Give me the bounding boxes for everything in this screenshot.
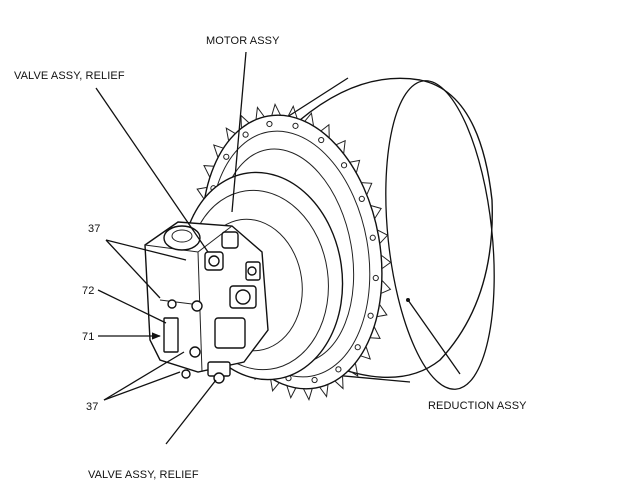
bolt-hole	[266, 120, 273, 128]
bolt-hole	[311, 376, 318, 384]
bolt-hole	[335, 366, 342, 373]
label-ref-37-top: 37	[88, 223, 100, 235]
leader-37-bottom-b	[103, 371, 181, 401]
valve-block	[144, 221, 269, 384]
bolt-hole	[369, 234, 376, 241]
label-ref-72: 72	[82, 285, 94, 297]
sprocket-tooth	[348, 362, 359, 377]
sprocket-tooth	[255, 106, 265, 120]
sprocket-tooth	[212, 144, 224, 158]
leader-37-bottom-a	[103, 351, 185, 401]
sprocket-tooth	[360, 346, 372, 360]
bolt-hole	[340, 162, 348, 169]
leader-valve-relief-bottom	[165, 379, 217, 445]
leader-valve-relief-top	[95, 87, 209, 253]
sprocket-tooth	[335, 139, 346, 154]
leader-37-top-b	[105, 239, 187, 261]
sprocket-tooth	[349, 159, 361, 174]
bolt-hole	[358, 195, 365, 202]
label-reduction-assy: REDUCTION ASSY	[428, 400, 527, 412]
bolt-hole	[223, 153, 230, 160]
sprocket-tooth	[196, 186, 208, 200]
label-valve-relief-bottom: VALVE ASSY, RELIEF	[88, 469, 199, 480]
sprocket-tooth	[271, 102, 282, 116]
sprocket-tooth	[376, 304, 388, 318]
leader-72	[97, 289, 167, 324]
sprocket-tooth	[269, 377, 280, 393]
sprocket-tooth	[370, 326, 381, 339]
sprocket-tooth	[203, 165, 214, 178]
sprocket-tooth	[225, 127, 236, 142]
bolt-hole	[372, 274, 379, 282]
bolt-hole	[242, 131, 249, 138]
bolt-hole	[292, 122, 299, 129]
sprocket-tooth	[334, 375, 344, 390]
sprocket-tooth	[370, 205, 382, 219]
sprocket-tooth	[361, 182, 373, 195]
sprocket-tooth	[319, 384, 329, 398]
sprocket-tooth	[320, 123, 330, 138]
label-motor-assy: MOTOR ASSY	[206, 35, 280, 47]
sprocket-tooth	[377, 229, 389, 244]
sprocket-tooth	[380, 279, 392, 294]
bolt-hole	[318, 136, 325, 144]
leader-37-top-a	[105, 239, 161, 299]
label-valve-relief-top: VALVE ASSY, RELIEF	[14, 70, 125, 82]
bolt-hole	[367, 312, 374, 319]
leader-lines	[95, 51, 461, 445]
sprocket-tooth	[304, 111, 315, 127]
sprocket-tooth	[287, 104, 298, 119]
label-ref-37-bottom: 37	[86, 401, 98, 413]
leader-motor-assy	[231, 51, 247, 213]
sprocket-tooth	[380, 254, 392, 270]
sprocket-tooth	[286, 385, 297, 400]
label-ref-71: 71	[82, 331, 94, 343]
bolt-hole	[354, 344, 361, 351]
leader-reduction-assy	[407, 299, 461, 375]
sprocket-tooth	[302, 388, 313, 402]
